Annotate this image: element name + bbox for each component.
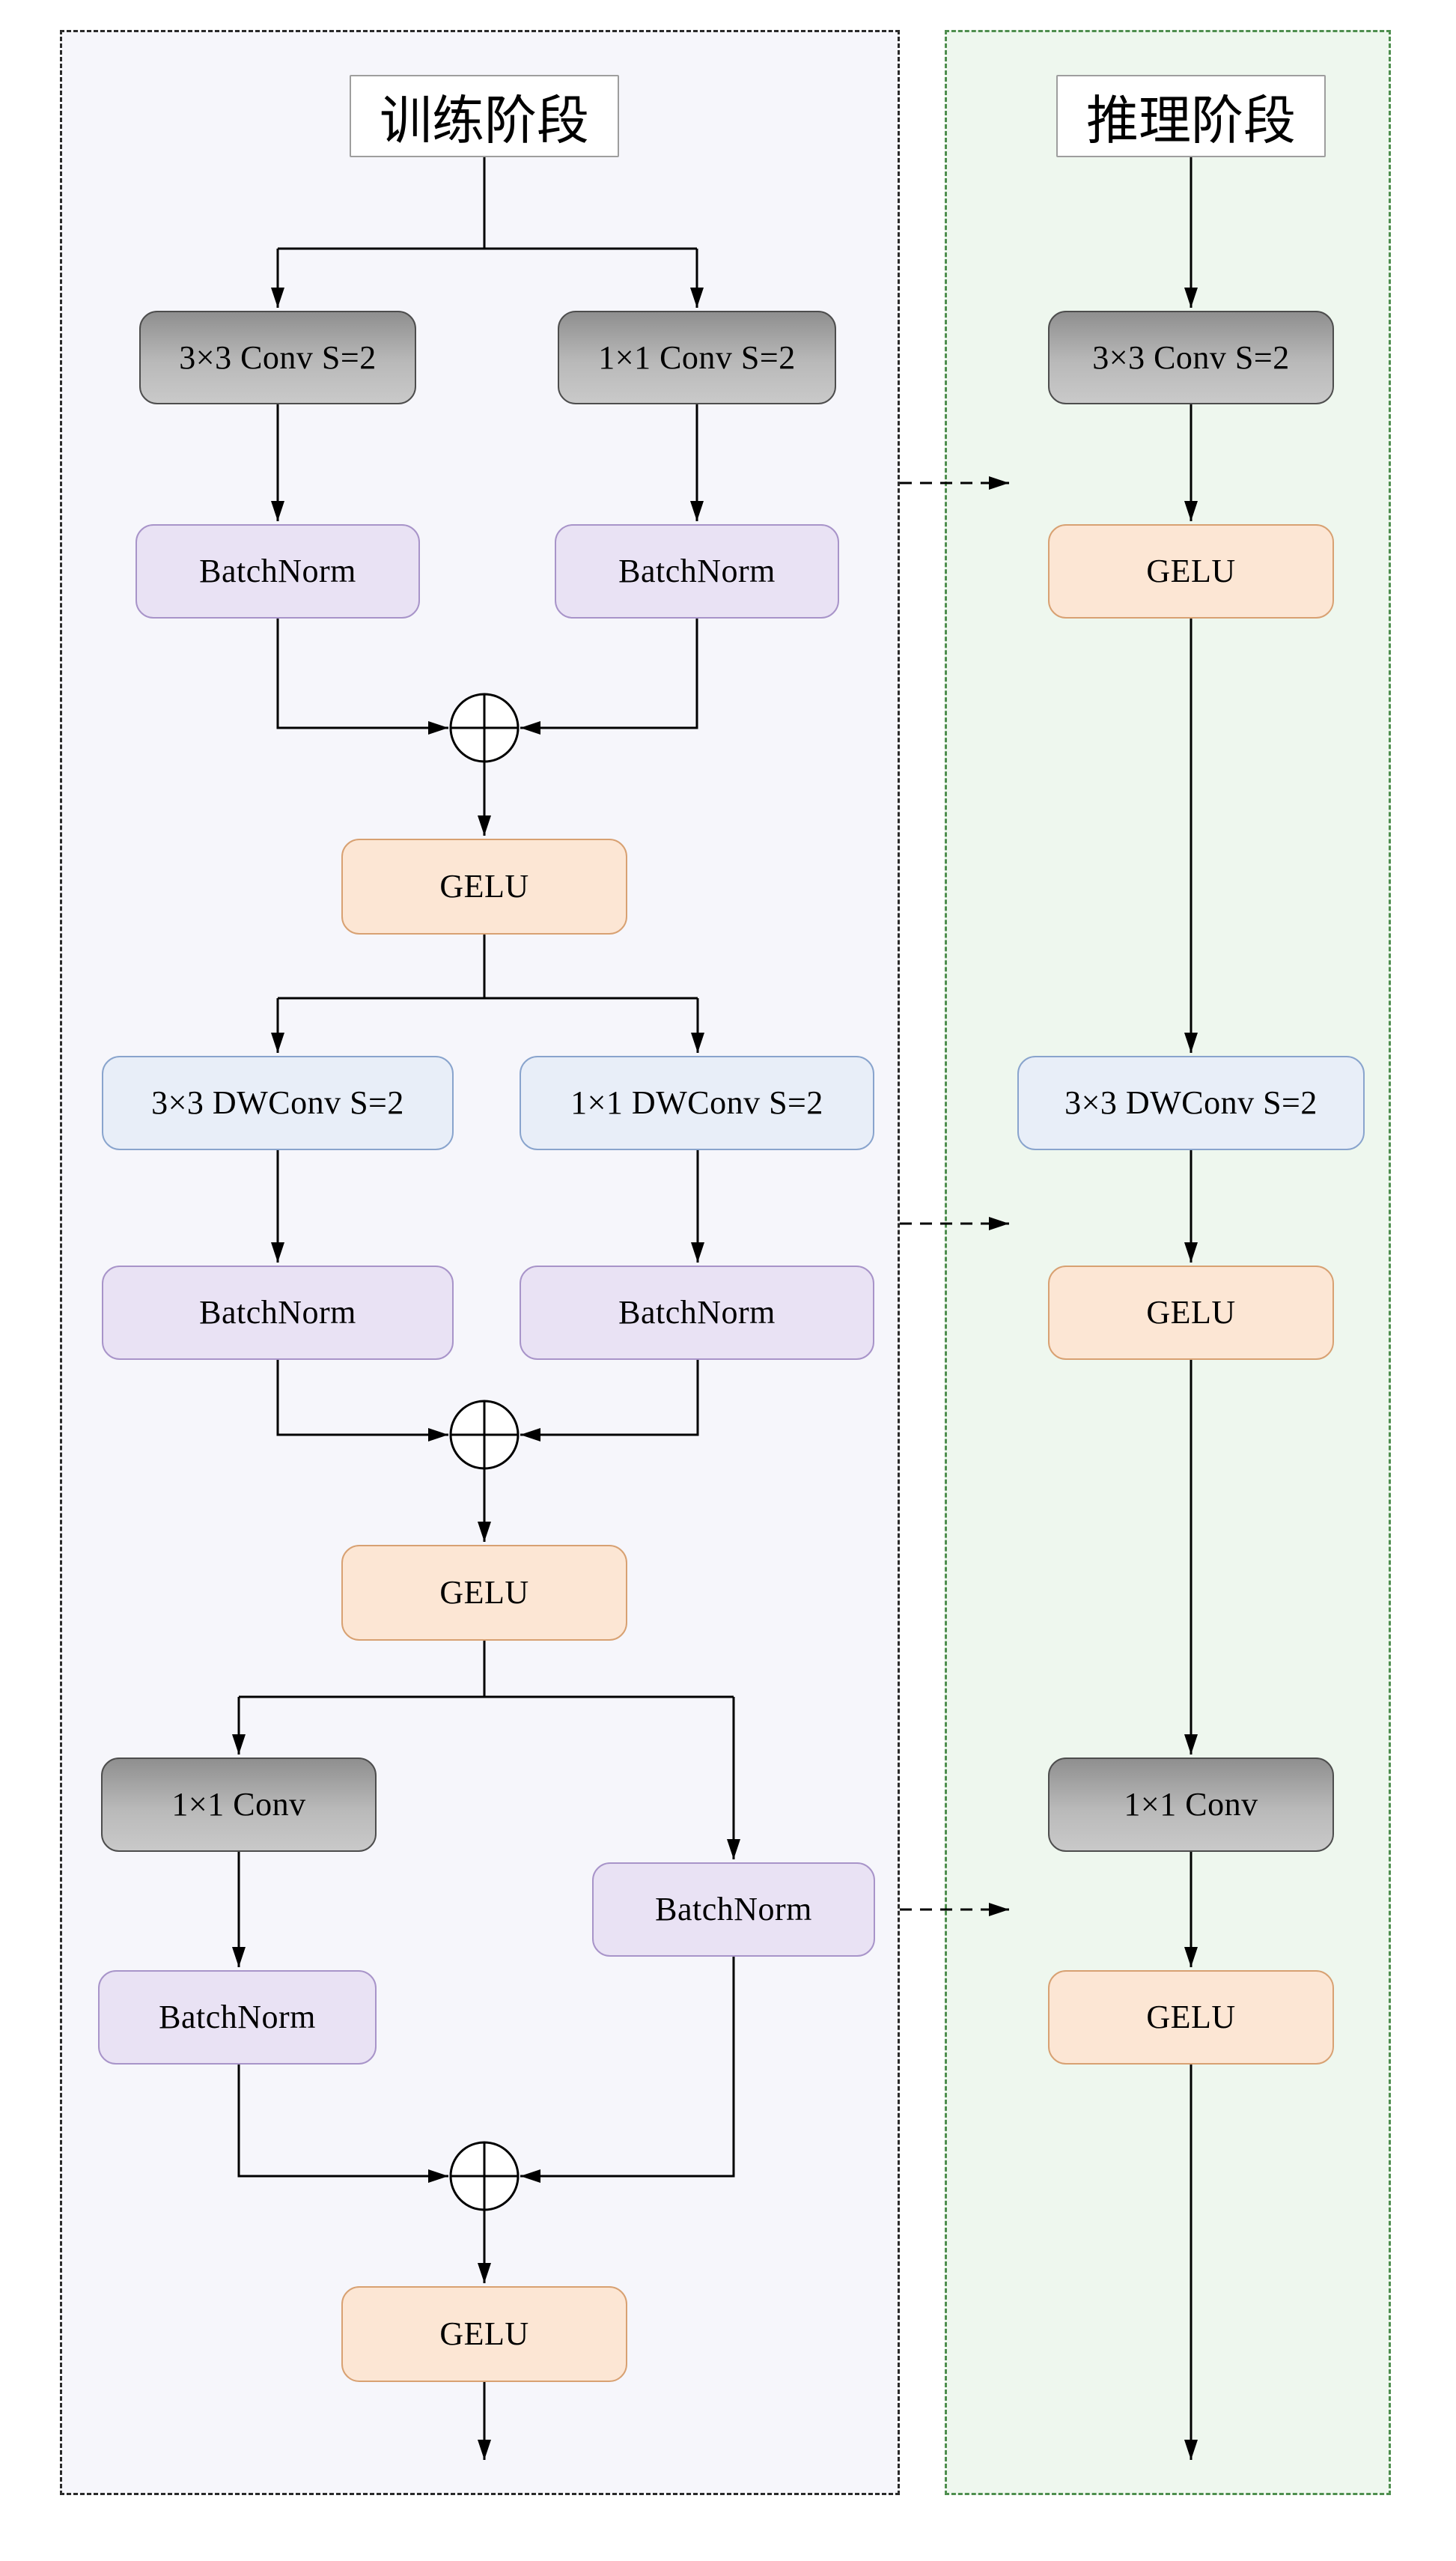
reparam-dashed-arrows xyxy=(900,476,1009,1916)
add-junction-icon xyxy=(449,1400,520,1470)
train-batchnorm-box: BatchNorm xyxy=(102,1266,454,1360)
train-gelu-box: GELU xyxy=(341,2286,627,2382)
train-batchnorm-box: BatchNorm xyxy=(135,524,420,619)
train-batchnorm-box: BatchNorm xyxy=(98,1970,377,2065)
training-connectors xyxy=(232,157,740,2460)
inference-stage-panel xyxy=(945,30,1391,2495)
train-gelu-box: GELU xyxy=(341,839,627,935)
train-dwconv1x1-s2-box: 1×1 DWConv S=2 xyxy=(520,1056,874,1150)
train-gelu-box: GELU xyxy=(341,1545,627,1641)
training-stage-title: 训练阶段 xyxy=(350,75,619,157)
train-conv1x1-box: 1×1 Conv xyxy=(101,1758,377,1852)
inference-stage-title: 推理阶段 xyxy=(1056,75,1326,157)
infer-conv3x3-s2-box: 3×3 Conv S=2 xyxy=(1048,311,1334,404)
train-batchnorm-box: BatchNorm xyxy=(520,1266,874,1360)
train-dwconv3x3-s2-box: 3×3 DWConv S=2 xyxy=(102,1056,454,1150)
infer-conv1x1-box: 1×1 Conv xyxy=(1048,1758,1334,1852)
infer-gelu-box: GELU xyxy=(1048,1970,1334,2065)
train-conv3x3-s2-box: 3×3 Conv S=2 xyxy=(139,311,416,404)
add-junction-icon xyxy=(449,2141,520,2211)
train-batchnorm-box: BatchNorm xyxy=(555,524,839,619)
training-stage-panel xyxy=(60,30,900,2495)
infer-dwconv3x3-s2-box: 3×3 DWConv S=2 xyxy=(1017,1056,1365,1150)
infer-gelu-box: GELU xyxy=(1048,524,1334,619)
add-junction-icons xyxy=(449,693,520,2211)
infer-gelu-box: GELU xyxy=(1048,1266,1334,1360)
train-conv1x1-s2-box: 1×1 Conv S=2 xyxy=(558,311,836,404)
add-junction-icon xyxy=(449,693,520,763)
train-batchnorm-box: BatchNorm xyxy=(592,1862,875,1957)
